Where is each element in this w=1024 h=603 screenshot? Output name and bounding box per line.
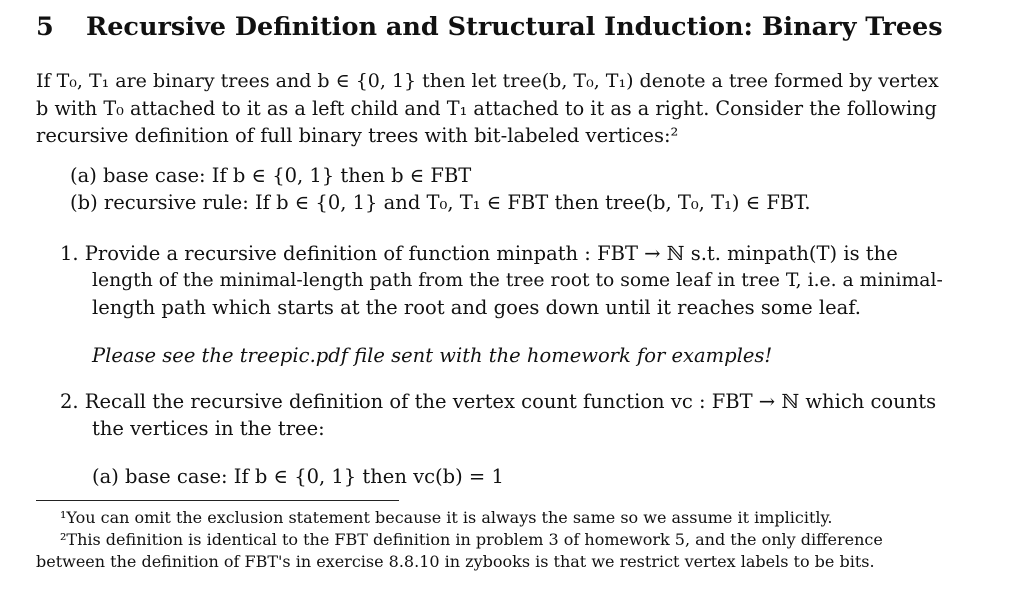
section-number: 5: [36, 12, 54, 42]
question-1-note: Please see the treepic.pdf file sent wit…: [92, 344, 773, 367]
question-2-base-case: (a) base case: If b ∈ {0, 1} then vc(b) …: [92, 465, 504, 488]
footnote-2-line-2: between the definition of FBT's in exerc…: [36, 552, 875, 571]
footnote-2-line-1: ²This definition is identical to the FBT…: [60, 530, 883, 549]
question-2-line-1: 2. Recall the recursive definition of th…: [60, 390, 937, 413]
definition-base-case: (a) base case: If b ∈ {0, 1} then b ∈ FB…: [70, 164, 472, 187]
question-1-line-2: length of the minimal-length path from t…: [92, 270, 943, 291]
section-heading: 5 Recursive Definition and Structural Ind…: [36, 12, 944, 42]
question-2-line-2: the vertices in the tree:: [92, 417, 325, 440]
intro-line-1: If T₀, T₁ are binary trees and b ∈ {0, 1…: [36, 70, 939, 92]
footnote-divider: [36, 500, 399, 501]
document-page: 5 Recursive Definition and Structural Ind…: [36, 0, 944, 603]
question-1-line-3: length path which starts at the root and…: [92, 296, 861, 319]
intro-line-2: b with T₀ attached to it as a left child…: [36, 97, 937, 120]
footnote-1: ¹You can omit the exclusion statement be…: [60, 508, 833, 527]
definition-recursive-rule: (b) recursive rule: If b ∈ {0, 1} and T₀…: [70, 191, 811, 214]
question-1-line-1: 1. Provide a recursive definition of fun…: [60, 242, 898, 265]
section-title: Recursive Definition and Structural Indu…: [86, 12, 943, 42]
intro-line-3: recursive definition of full binary tree…: [36, 124, 679, 147]
